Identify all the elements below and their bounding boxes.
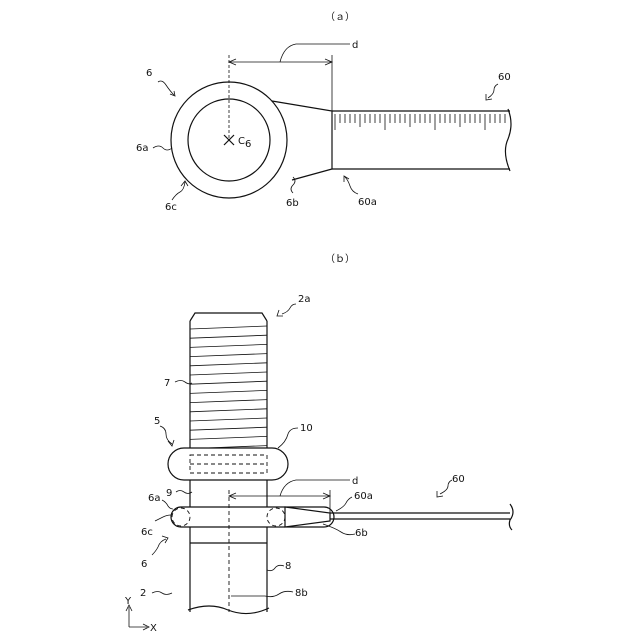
label-axis-x: X bbox=[150, 623, 157, 634]
label-neck-a: 6b bbox=[286, 198, 299, 209]
label-scale-end-b: 60a bbox=[354, 491, 373, 502]
thread-line bbox=[190, 390, 267, 393]
label-ring-b: 6 bbox=[141, 559, 147, 570]
thread-line bbox=[190, 363, 267, 366]
leader-shank bbox=[267, 565, 284, 570]
label-scale-end-a: 60a bbox=[358, 197, 377, 208]
bolt-head-chamfer bbox=[190, 313, 267, 321]
thread-line bbox=[190, 436, 267, 439]
label-ring-top: 6a bbox=[148, 493, 161, 504]
thread-line bbox=[190, 427, 267, 430]
leader-scale-b bbox=[440, 480, 452, 494]
leader-bolt-top bbox=[282, 304, 296, 314]
thread-line bbox=[190, 372, 267, 375]
label-gap: 9 bbox=[166, 488, 172, 499]
leader-neck-b bbox=[323, 524, 355, 535]
thread-lines bbox=[190, 326, 267, 449]
leader-ring-b bbox=[152, 539, 166, 555]
leader-axis-8b bbox=[231, 591, 293, 596]
label-ring-outer-a: 6a bbox=[136, 143, 149, 154]
leader-ring-top bbox=[162, 500, 173, 509]
shank-break bbox=[188, 606, 269, 614]
figure-b: （ｂ） d 2a 7 bbox=[124, 253, 513, 634]
label-neck-b: 6b bbox=[355, 528, 368, 539]
label-bolt: 2 bbox=[140, 588, 146, 599]
leader-scale bbox=[488, 84, 498, 98]
ring-neck bbox=[272, 101, 332, 180]
thread-line bbox=[190, 409, 267, 412]
label-nut-bore: 10 bbox=[300, 423, 313, 434]
caption-a: （ａ） bbox=[325, 11, 355, 23]
label-center: C6 bbox=[238, 136, 251, 150]
leader-ring-edge bbox=[172, 182, 185, 200]
label-nut: 5 bbox=[154, 416, 160, 427]
thread-line bbox=[190, 344, 267, 347]
label-dimension-a: d bbox=[352, 40, 358, 51]
leader-bolt bbox=[152, 592, 172, 595]
leader-scale-end-b bbox=[336, 497, 352, 511]
scale-strip-break bbox=[509, 504, 513, 530]
label-scale-b: 60 bbox=[452, 474, 465, 485]
leader-ring bbox=[158, 81, 174, 95]
dim-leader-b bbox=[280, 480, 350, 496]
thread-line bbox=[190, 326, 267, 329]
thread-line bbox=[190, 335, 267, 338]
leader-scale-end bbox=[345, 177, 358, 194]
label-thread: 7 bbox=[164, 378, 170, 389]
label-axis-y: Y bbox=[124, 596, 132, 607]
leader-bolt-top-arrow bbox=[277, 310, 283, 316]
scale-ticks bbox=[335, 114, 505, 130]
label-dimension-b: d bbox=[352, 476, 358, 487]
label-shank: 8 bbox=[285, 561, 291, 572]
scale-break bbox=[505, 109, 511, 171]
label-axis-8b: 8b bbox=[295, 588, 308, 599]
label-ring-a: 6 bbox=[146, 68, 152, 79]
label-scale-a: 60 bbox=[498, 72, 511, 83]
label-ring-edge-b: 6c bbox=[141, 527, 153, 538]
figure-a: （ａ） C6 d 6 6a 6c 6b bbox=[136, 11, 511, 213]
dim-leader-a bbox=[280, 44, 350, 62]
thread-line bbox=[190, 418, 267, 421]
leader-ring-edge-b bbox=[155, 515, 171, 521]
leader-nut bbox=[160, 426, 172, 444]
thread-line bbox=[190, 354, 267, 357]
thread-line bbox=[190, 400, 267, 403]
leader-ring-outer bbox=[153, 146, 172, 150]
label-ring-edge-a: 6c bbox=[165, 202, 177, 213]
caption-b: （ｂ） bbox=[325, 253, 355, 265]
label-bolt-top: 2a bbox=[298, 294, 311, 305]
leader-nut-bore bbox=[278, 428, 298, 448]
thread-line bbox=[190, 381, 267, 384]
